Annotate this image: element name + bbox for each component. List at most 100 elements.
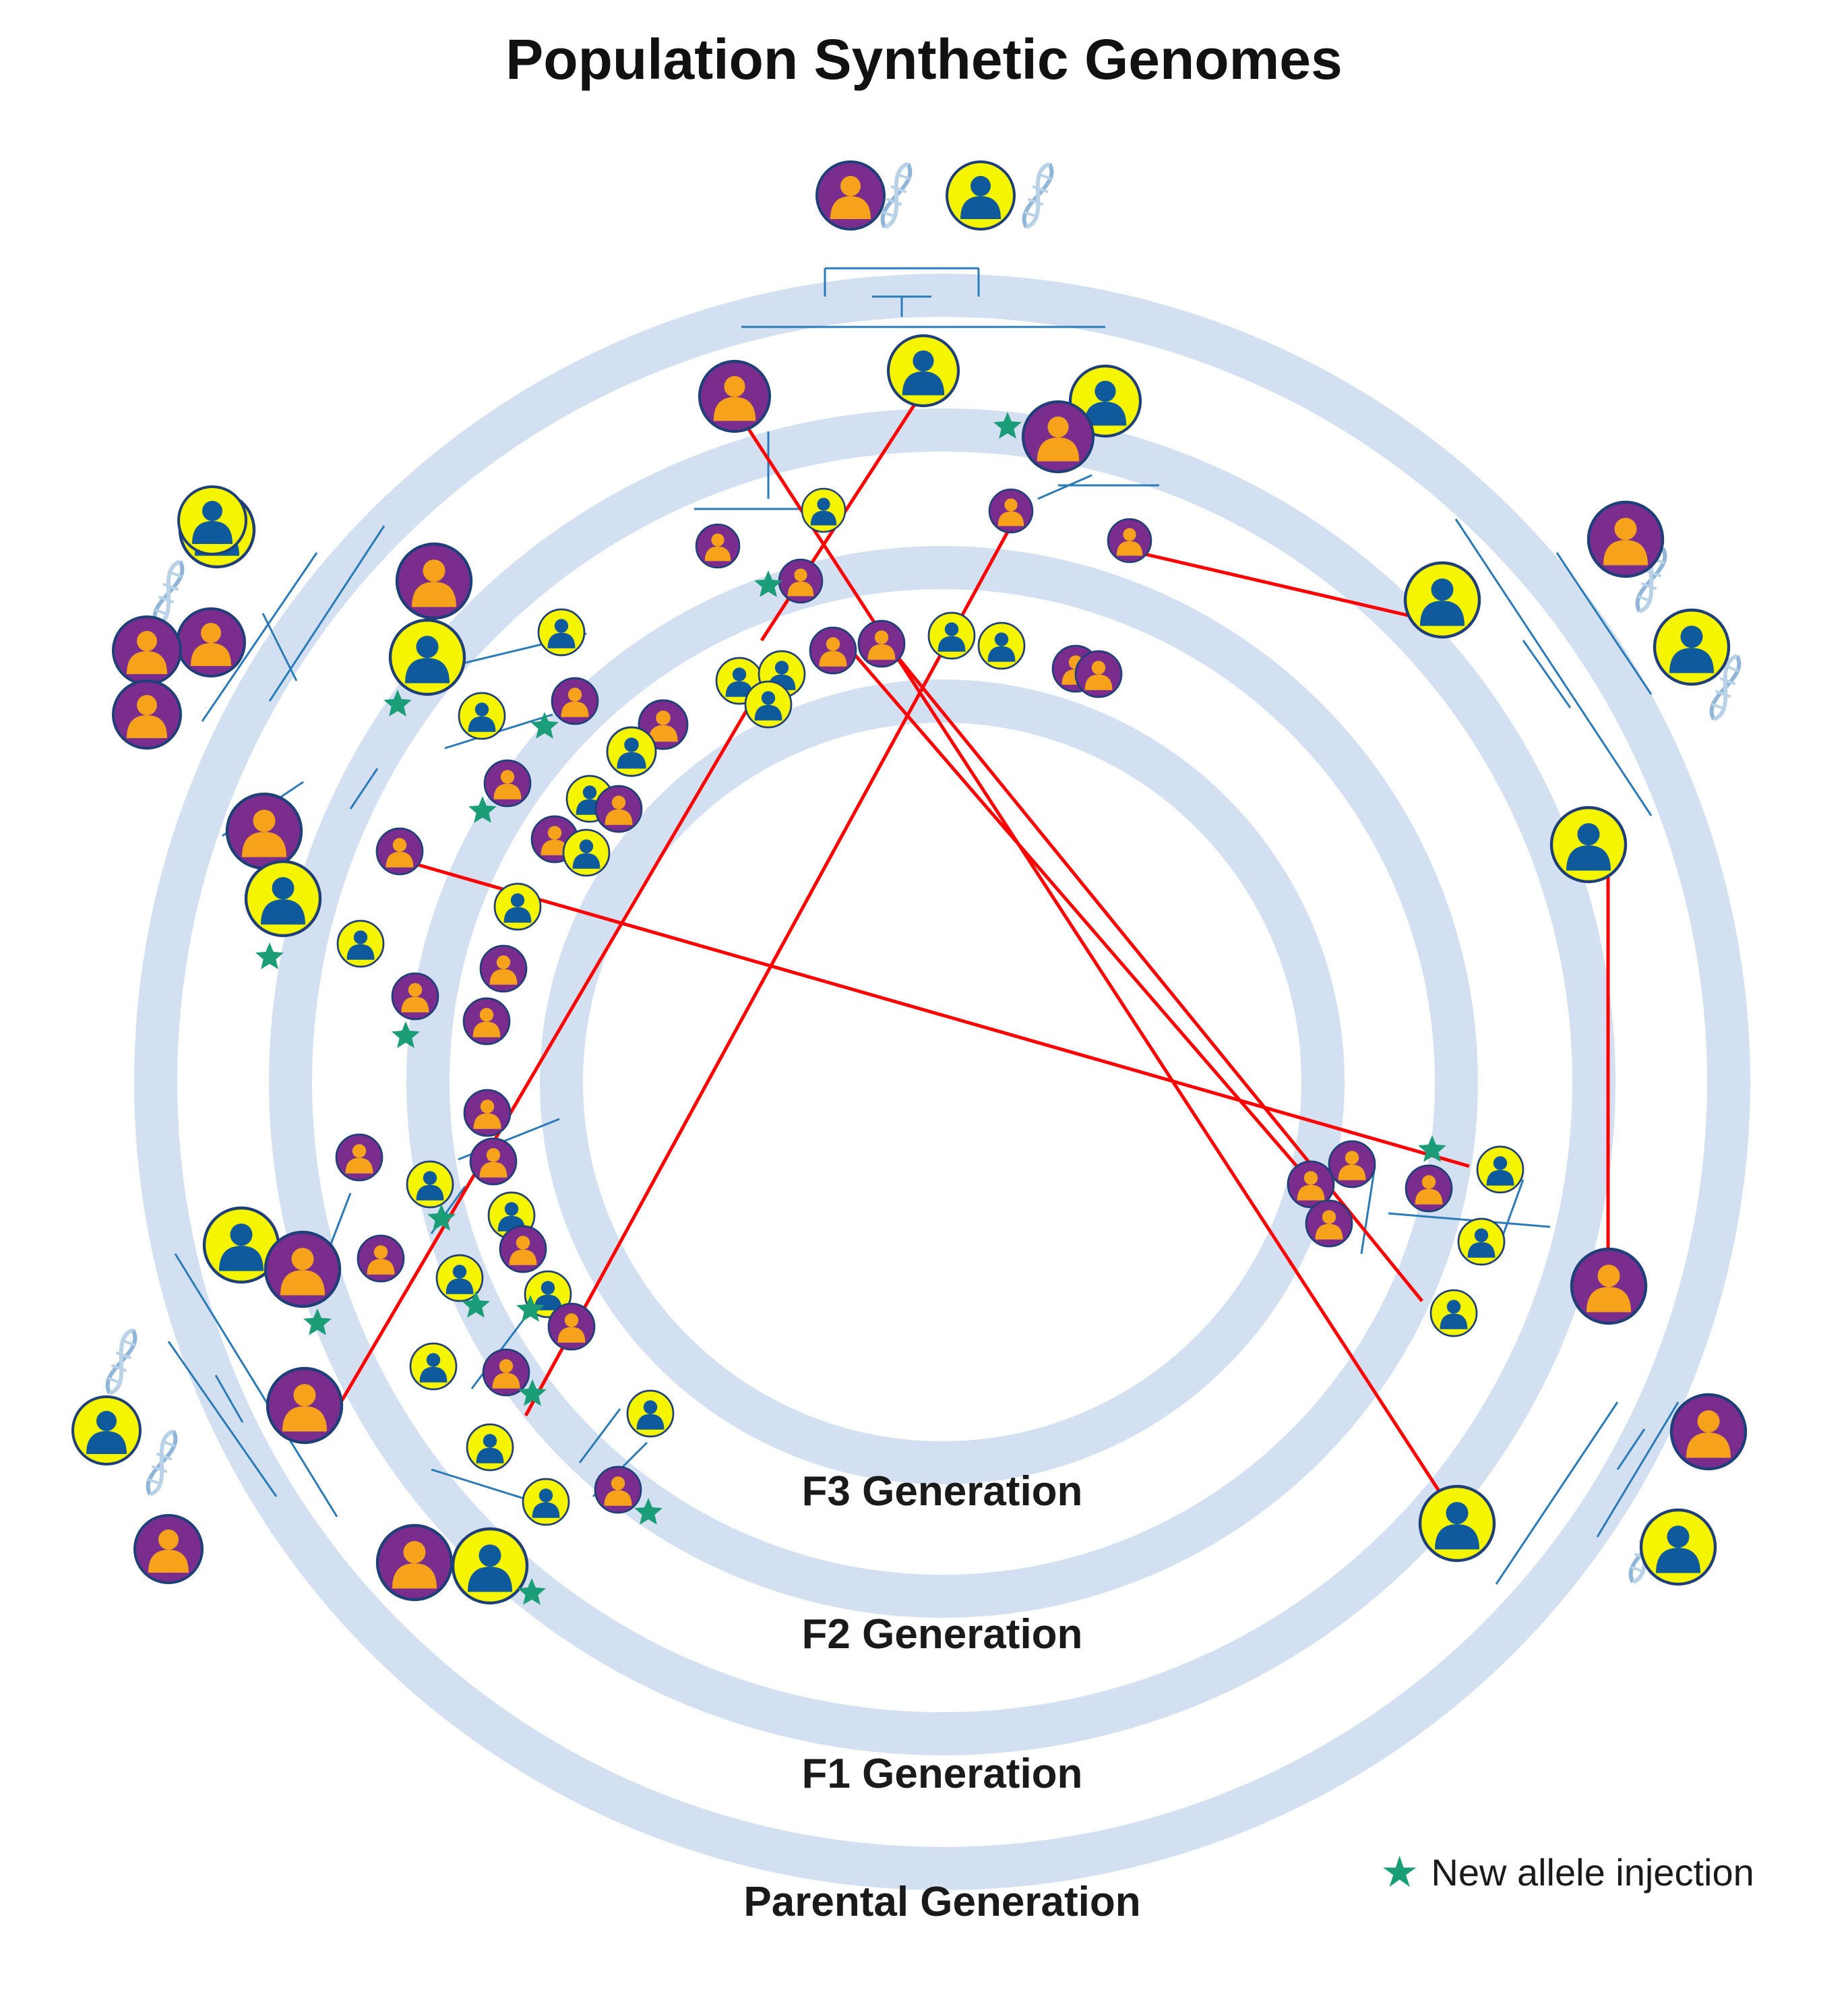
new-allele-star-icon xyxy=(383,690,412,717)
female-person-icon xyxy=(1021,400,1095,474)
new-allele-star-icon xyxy=(1418,1135,1446,1162)
male-person-icon xyxy=(1403,561,1481,639)
male-person-icon xyxy=(435,1254,484,1302)
male-person-icon xyxy=(977,622,1026,670)
female-person-icon xyxy=(1107,518,1152,564)
crossover-line xyxy=(841,639,1316,1188)
generation-label: F1 Generation xyxy=(802,1751,1083,1797)
male-person-icon xyxy=(1418,1484,1496,1563)
female-person-icon xyxy=(695,523,741,569)
pedigree-line xyxy=(268,525,386,702)
female-person-icon xyxy=(857,619,906,668)
female-person-icon xyxy=(638,699,689,750)
new-allele-star-icon xyxy=(634,1498,663,1525)
male-person-icon xyxy=(1476,1145,1524,1194)
male-person-icon xyxy=(744,680,793,729)
female-person-icon xyxy=(1287,1160,1335,1209)
female-person-icon xyxy=(479,944,528,993)
male-person-icon xyxy=(522,1478,570,1526)
new-allele-star-icon xyxy=(427,1204,456,1231)
male-person-icon xyxy=(801,487,846,533)
male-person-icon xyxy=(493,882,542,931)
pedigree-line xyxy=(349,768,379,810)
male-person-icon xyxy=(927,611,976,660)
generation-ring xyxy=(540,679,1345,1484)
female-person-icon xyxy=(778,558,824,604)
crossover-line xyxy=(524,524,1013,1417)
female-person-icon xyxy=(112,679,182,750)
male-person-icon xyxy=(388,618,466,696)
dna-helix-icon xyxy=(1019,161,1057,230)
male-person-icon xyxy=(946,160,1016,231)
male-person-icon xyxy=(71,1395,142,1465)
new-allele-star-icon xyxy=(516,1295,545,1322)
female-person-icon xyxy=(1328,1140,1376,1188)
male-person-icon xyxy=(886,334,960,408)
injection-stars xyxy=(255,412,1446,1605)
female-person-icon xyxy=(1405,1164,1453,1213)
female-person-icon xyxy=(1587,500,1665,578)
female-person-icon xyxy=(335,1133,383,1182)
pedigree-line xyxy=(1596,1401,1680,1538)
dna-helix-icon xyxy=(102,1327,141,1396)
new-allele-star-icon xyxy=(462,1291,490,1318)
pedigree-line xyxy=(1495,1401,1619,1585)
female-person-icon xyxy=(375,1523,454,1602)
male-person-icon xyxy=(406,1160,454,1209)
female-person-icon xyxy=(547,1302,596,1351)
crossover-line xyxy=(335,706,750,1410)
generation-label: Parental Generation xyxy=(743,1879,1140,1925)
male-person-icon xyxy=(244,859,322,938)
female-person-icon xyxy=(1570,1247,1648,1325)
generation-label: F3 Generation xyxy=(802,1468,1083,1515)
male-person-icon xyxy=(177,485,247,555)
female-person-icon xyxy=(594,785,643,833)
female-person-icon xyxy=(264,1230,342,1308)
pedigree-line xyxy=(261,613,298,682)
female-person-icon xyxy=(698,359,772,433)
pedigree-line xyxy=(201,552,318,722)
male-person-icon xyxy=(562,828,611,877)
pedigree-line xyxy=(1454,518,1653,816)
female-person-icon xyxy=(462,997,511,1046)
new-allele-star-icon: ★ xyxy=(1380,1848,1419,1896)
female-person-icon xyxy=(357,1234,405,1283)
new-allele-star-icon xyxy=(303,1308,332,1335)
male-person-icon xyxy=(1457,1217,1506,1266)
generation-rings xyxy=(134,274,1750,1890)
male-person-icon xyxy=(458,692,506,740)
female-person-icon xyxy=(395,542,473,620)
female-person-icon xyxy=(391,972,439,1021)
diagram-title: Population Synthetic Genomes xyxy=(505,28,1343,91)
pedigree-line xyxy=(1388,1212,1551,1228)
female-person-icon xyxy=(375,827,424,876)
female-person-icon xyxy=(499,1225,547,1273)
female-person-icon xyxy=(112,615,182,686)
male-person-icon xyxy=(409,1342,458,1391)
crossover-line xyxy=(1138,551,1429,622)
legend-label: New allele injection xyxy=(1431,1851,1754,1894)
legend: ★ New allele injection xyxy=(1380,1847,1754,1898)
new-allele-star-icon xyxy=(754,570,782,597)
female-person-icon xyxy=(1074,650,1123,698)
individual-icons xyxy=(71,160,1748,1605)
new-allele-star-icon xyxy=(993,412,1022,439)
female-person-icon xyxy=(815,160,886,231)
female-person-icon xyxy=(594,1465,642,1514)
female-person-icon xyxy=(176,607,246,677)
new-allele-star-icon xyxy=(518,1379,547,1406)
pedigree-line xyxy=(578,1408,621,1463)
female-person-icon xyxy=(483,759,532,808)
female-person-icon xyxy=(463,1089,512,1137)
generation-ring xyxy=(134,274,1750,1890)
new-allele-star-icon xyxy=(518,1578,546,1605)
pedigree-line xyxy=(1616,1428,1646,1470)
female-person-icon xyxy=(551,677,599,725)
female-person-icon xyxy=(133,1514,204,1584)
new-allele-star-icon xyxy=(530,712,559,739)
female-person-icon xyxy=(1305,1199,1353,1248)
male-person-icon xyxy=(336,919,385,968)
male-person-icon xyxy=(1429,1289,1478,1337)
pedigree-line xyxy=(431,1468,540,1505)
